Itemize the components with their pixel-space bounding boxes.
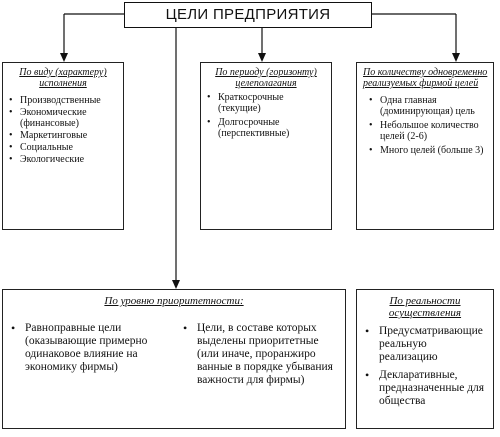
box-by-period-header: По периоду (горизонту) целеполагания bbox=[215, 67, 317, 89]
list-item: Краткосрочные (текущие) bbox=[205, 92, 327, 114]
list-item: Экологические bbox=[7, 154, 119, 165]
box-by-count-header: По количеству одновременно реализуемых ф… bbox=[363, 67, 488, 89]
box-by-reality: По реальности осуществления Предусматрив… bbox=[356, 289, 494, 429]
list-item: Небольшое количество целей (2-6) bbox=[367, 120, 489, 142]
arrow-by-type bbox=[60, 53, 68, 62]
list-item: Много целей (больше 3) bbox=[367, 145, 489, 156]
box-by-reality-list: Предусматривающие реальную реализацию Де… bbox=[363, 325, 487, 408]
list-item: Одна главная (доминирующая) цель bbox=[367, 95, 489, 117]
list-item: Равноправные цели (оказывающие примерно … bbox=[9, 322, 175, 374]
priority-left-list: Равноправные цели (оказывающие примерно … bbox=[9, 322, 175, 375]
list-item: Социальные bbox=[7, 142, 119, 153]
box-by-type-header: По виду (характеру) исполнения bbox=[19, 67, 107, 89]
box-by-reality-header: По реальности осуществления bbox=[388, 295, 462, 319]
list-item: Экономические (финансовые) bbox=[7, 107, 119, 129]
box-by-count: По количеству одновременно реализуемых ф… bbox=[356, 62, 494, 230]
priority-right-list: Цели, в составе которых выделены приорит… bbox=[181, 322, 339, 388]
box-by-period: По периоду (горизонту) целеполагания Кра… bbox=[200, 62, 332, 230]
list-item: Маркетинговые bbox=[7, 130, 119, 141]
box-by-type: По виду (характеру) исполнения Производс… bbox=[2, 62, 124, 230]
box-by-type-list: Производственные Экономические (финансов… bbox=[7, 95, 119, 165]
arrow-by-period bbox=[258, 53, 266, 62]
list-item: Декларативные, предназначенные для общес… bbox=[363, 369, 487, 408]
list-item: Производственные bbox=[7, 95, 119, 106]
list-item: Долгосрочные (перспективные) bbox=[205, 117, 327, 139]
box-by-priority: По уровню приоритетности: Равноправные ц… bbox=[2, 289, 346, 429]
box-by-count-list: Одна главная (доминирующая) цель Небольш… bbox=[363, 95, 489, 156]
list-item: Предусматривающие реальную реализацию bbox=[363, 325, 487, 364]
list-item: Цели, в составе которых выделены приорит… bbox=[181, 322, 339, 387]
box-by-period-list: Краткосрочные (текущие) Долгосрочные (пе… bbox=[205, 92, 327, 139]
arrow-by-count bbox=[452, 53, 460, 62]
arrow-by-priority bbox=[172, 280, 180, 289]
diagram-title: ЦЕЛИ ПРЕДПРИЯТИЯ bbox=[124, 2, 372, 28]
box-by-priority-header: По уровню приоритетности: bbox=[104, 295, 244, 307]
